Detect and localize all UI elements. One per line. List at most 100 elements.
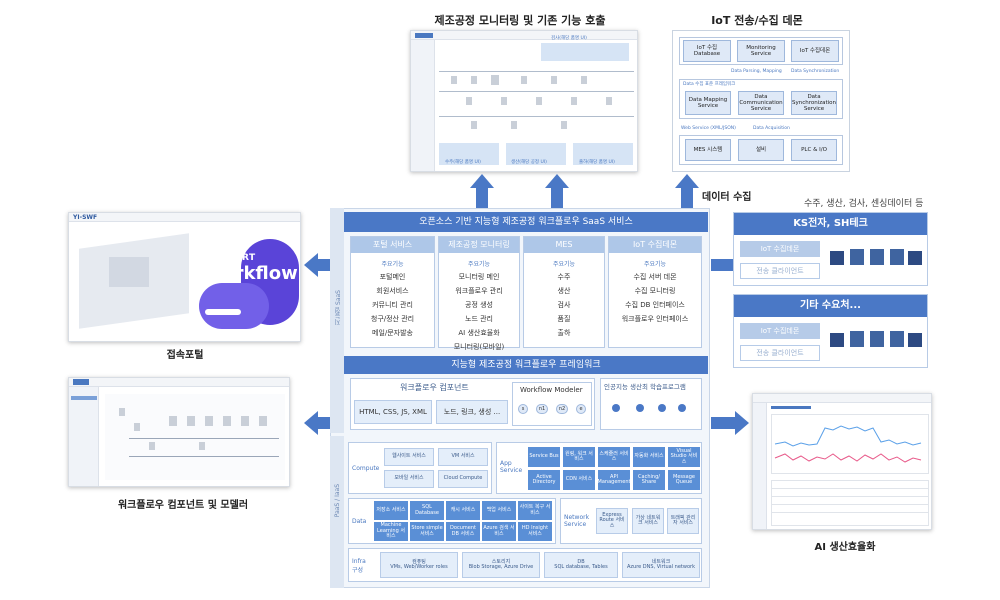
data-collect-label: 데이터 수집	[702, 192, 752, 203]
comp-pill-html: HTML, CSS, JS, XML	[354, 400, 432, 424]
trend-chart	[774, 425, 922, 463]
col-item: 포털메인	[379, 273, 406, 281]
component-title: 워크플로우 컴포넌트	[400, 383, 469, 392]
col-item: 수집 DB 인터페이스	[625, 301, 685, 309]
iot-db-box: IoT 수집 Database	[683, 40, 731, 62]
nn-node	[612, 404, 620, 412]
iot-daemon-box: IoT 수집데몬	[791, 40, 839, 62]
col-item: 수집 모니터링	[634, 287, 676, 295]
app-tile: Visual Studio 서비스	[668, 447, 700, 467]
col-sub: 주요기능	[467, 261, 491, 268]
data-tile: Machine Learning 서비스	[374, 522, 408, 541]
col-portal-title: 포털 서비스	[351, 237, 434, 253]
col-sub: 주요기능	[552, 261, 576, 268]
framework-header: 지능형 제조공정 워크플로우 프레임워크	[344, 356, 708, 374]
other-client-btn[interactable]: 전송 클라이언트	[740, 345, 820, 361]
col-item: 검사	[557, 301, 571, 309]
col-item: 생산	[557, 287, 571, 295]
node-n2[interactable]: n2	[556, 404, 568, 414]
col-item: 공정 생성	[465, 301, 493, 309]
col-item: 수집 서버 데몬	[633, 273, 677, 281]
app-service-label: App Service	[500, 460, 523, 474]
app-tile: 자동화 서비스	[633, 447, 665, 467]
infra-tile-sub: Azure DNS, Virtual network	[626, 564, 695, 570]
monitoring-service-box: Monitoring Service	[737, 40, 785, 62]
data-communication-box: Data Communication Service	[738, 91, 784, 115]
app-tile: Caching/ Share	[633, 470, 665, 490]
col-sub: 주요기능	[381, 261, 404, 268]
right-note: 수주, 생산, 검사, 센싱데이터 등	[804, 199, 924, 209]
col-item: 모니터링(모바일)	[453, 343, 505, 351]
factory-icon	[850, 249, 864, 265]
nn-node	[678, 404, 686, 412]
ai-program-title: 인공지능 생산최 학습프로그램	[604, 383, 686, 391]
col-item: 커뮤니티 관리	[372, 301, 413, 309]
col-item: 워크플로우 관리	[455, 287, 503, 295]
compute-label: Compute	[352, 465, 380, 472]
data-sync-box: Data Synchronization Service	[791, 91, 837, 115]
node-e[interactable]: e	[576, 404, 586, 414]
caption-shipment: 출하(해당 품명 UI)	[579, 160, 615, 165]
infra-tile-sub: VMs, Web/Worker roles	[390, 564, 448, 570]
arrow-up-2	[551, 186, 563, 212]
arrow-right-2	[711, 417, 735, 429]
machine-icon	[890, 331, 904, 347]
arrow-right-1	[711, 259, 733, 271]
framework-section-label: Data 수집 표준 프레임워크	[683, 82, 736, 87]
hero-big: Workflow	[203, 263, 298, 284]
col-monitoring-title: 제조공정 모니터링	[439, 237, 519, 253]
conn-sync: Data Synchronization	[791, 69, 840, 74]
infra-tile-title: 컴퓨팅	[412, 558, 426, 565]
portal-screenshot: YI-SWF YI-SMART Workflow	[68, 212, 301, 342]
data-tile: Azure 검색 서비스	[482, 522, 516, 541]
modeler-title: Workflow Modeler	[520, 386, 583, 394]
node-n1[interactable]: n1	[536, 404, 548, 414]
app-tile: Service Bus	[528, 447, 560, 467]
app-tile: CDN 서비스	[563, 470, 595, 490]
compute-tile: 웹사이트 서비스	[384, 448, 434, 466]
compute-tile: 모바일 서비스	[384, 470, 434, 488]
compute-tile: Cloud Compute	[438, 470, 488, 488]
other-daemon-btn[interactable]: IoT 수집데몬	[740, 323, 820, 339]
hero-button[interactable]	[205, 309, 241, 315]
plc-io-box: PLC & I/O	[791, 139, 837, 161]
network-tile: 트래픽 관리자 서비스	[667, 508, 699, 534]
machine-icon	[890, 249, 904, 265]
data-tile: HD Insight 서비스	[518, 522, 552, 541]
mes-system-box: MES 시스템	[685, 139, 731, 161]
col-iot-title: IoT 수집데몬	[609, 237, 701, 253]
infra-tile-sub: SQL database, Tables	[554, 564, 608, 570]
arrow-left-2	[318, 417, 332, 429]
ks-panel: KS전자, SH테크 IoT 수집데몬 전송 클라이언트	[733, 212, 928, 286]
ks-daemon-btn[interactable]: IoT 수집데몬	[740, 241, 820, 257]
infra-label: Infra 구성	[352, 558, 366, 574]
conn-webservice: Web Service (XML/JSON)	[681, 126, 736, 131]
server-icon	[908, 333, 922, 347]
ks-client-btn[interactable]: 전송 클라이언트	[740, 263, 820, 279]
app-tile: Message Queue	[668, 470, 700, 490]
infra-tile: DB SQL database, Tables	[544, 552, 618, 578]
monitoring-screenshot: 검사(해당 품명 UI) 수주(해당 품명 UI) 생산(해당 공정 UI) 출…	[410, 30, 638, 172]
caption-production: 생산(해당 공정 UI)	[511, 160, 547, 165]
app-tile: 원링, 워크 서비스	[563, 447, 595, 467]
arrow-up-3	[681, 186, 693, 212]
data-label: Data	[352, 518, 367, 525]
server-icon	[908, 251, 922, 265]
other-title: 기타 수요처...	[734, 295, 927, 317]
iot-daemon-title: IoT 전송/수집 데몬	[711, 14, 803, 27]
infra-tile-sub: Blob Storage, Azure Drive	[468, 564, 534, 570]
node-s[interactable]: s	[518, 404, 528, 414]
equipment-box: 설비	[738, 139, 784, 161]
col-item: 청구/정산 관리	[370, 315, 415, 323]
infra-tile: 컴퓨팅 VMs, Web/Worker roles	[380, 552, 458, 578]
comp-pill-node: 노드, 링크, 생성 ...	[436, 400, 508, 424]
portal-brand: YI-SWF	[73, 214, 98, 221]
caption-order: 수주(해당 품명 UI)	[445, 160, 481, 165]
saas-side-label: 지능형 SaaS	[335, 290, 342, 325]
data-tile: Store simple 서비스	[410, 522, 444, 541]
conn-acquisition: Data Acquisition	[753, 126, 790, 131]
col-item: 회원서비스	[376, 287, 409, 295]
infra-tile-title: 네트워크	[651, 558, 671, 565]
nn-node	[658, 404, 666, 412]
network-tile: Express Route 서비스	[596, 508, 628, 534]
